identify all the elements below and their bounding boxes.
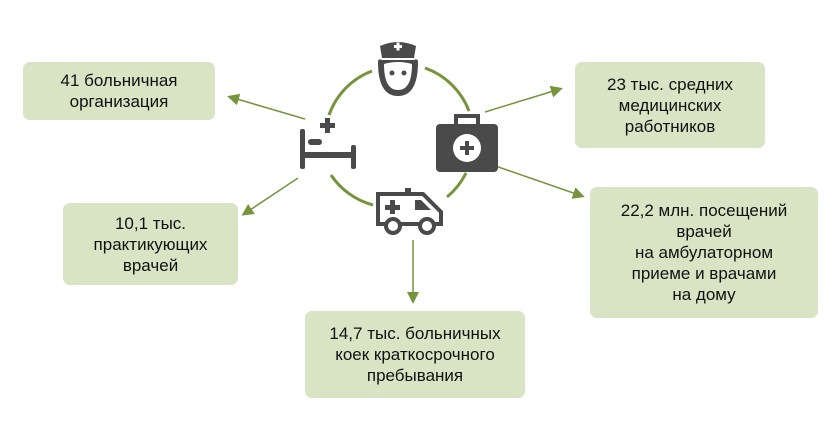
stat-line: организация: [69, 92, 169, 111]
medical-kit-icon: [436, 114, 498, 172]
arrow-to-visits: [483, 161, 585, 199]
cycle-arc-bottom-left: [329, 174, 374, 207]
stat-line: 23 тыс. средних: [607, 74, 733, 94]
stat-box-doctors: 10,1 тыс. практикующих врачей: [63, 203, 238, 285]
stat-line: 22,2 млн. посещений: [620, 201, 788, 220]
stat-line: пребывания: [366, 366, 464, 385]
cycle-arc-bottom-right: [446, 172, 468, 199]
arrow-to-organizations: [227, 93, 306, 120]
stat-line: 14,7 тыс. больничных: [329, 324, 501, 343]
ambulance-icon: [376, 188, 443, 235]
stat-line: 10,1 тыс.: [114, 213, 187, 233]
stat-line: на амбулаторном: [634, 243, 774, 262]
stat-line: врачей: [676, 222, 732, 241]
arrow-to-nurses: [484, 85, 563, 113]
stat-line: работников: [624, 116, 716, 136]
stat-box-hospital-organizations: 41 больничная организация: [23, 62, 215, 120]
stat-box-hospital-beds: 14,7 тыс. больничных коек краткосрочного…: [305, 311, 525, 398]
stat-box-doctor-visits: 22,2 млн. посещений врачей на амбулаторн…: [590, 187, 818, 318]
stat-line: коек краткосрочного: [335, 345, 495, 364]
cycle-arc-top-left: [327, 69, 373, 116]
cycle-arc-top-right: [424, 66, 471, 112]
stat-box-nurses: 23 тыс. средних медицинских работников: [575, 62, 765, 148]
stat-line: приеме и врачами: [631, 264, 777, 283]
hospital-bed-icon: [300, 118, 356, 169]
stat-line: 41 больничная: [60, 71, 178, 90]
stat-line: медицинских: [618, 95, 722, 115]
arrow-to-doctors: [241, 177, 299, 216]
stat-line: врачей: [122, 255, 179, 275]
nurse-icon: [378, 42, 418, 96]
stat-line: на дому: [672, 285, 736, 304]
stat-line: практикующих: [93, 234, 208, 254]
